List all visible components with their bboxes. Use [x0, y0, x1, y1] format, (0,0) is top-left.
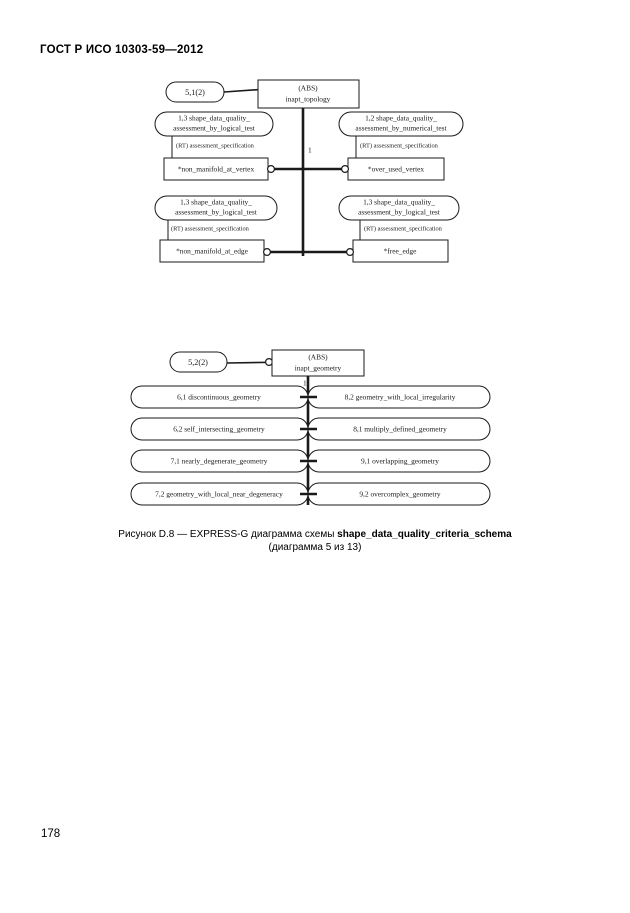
diagram-bottom: 5,2(2) (ABS) inapt_geometry 1 6,1 discon…	[130, 349, 491, 506]
relation-circle-4	[346, 248, 355, 257]
diagram-top: 5,1(2) (ABS) inapt_topology 1 1,3 shape_…	[154, 79, 464, 263]
trunk-label-bottom: 1	[303, 379, 307, 388]
supertype-ref-line1-1: 1,3 shape_data_quality_	[178, 114, 250, 123]
relation-circle-3	[263, 248, 272, 257]
relation-circle-2	[341, 165, 350, 174]
subtype-label-left-2: 6,2 self_intersecting_geometry	[173, 425, 265, 434]
subtype-label-left-3: 7,1 nearly_degenerate_geometry	[171, 457, 268, 466]
supertype-ref-line1-4: 1,3 shape_data_quality_	[363, 198, 435, 207]
page-ref-label-top: 5,1(2)	[185, 88, 205, 97]
figure-caption: Рисунок D.8 — EXPRESS-G диаграмма схемы …	[0, 528, 630, 554]
attribute-label-4: (RT) assessment_specification	[364, 225, 443, 232]
root-entity-line2-top: inapt_topology	[286, 95, 331, 104]
supertype-ref-line1-3: 1,3 shape_data_quality_	[180, 198, 252, 207]
attribute-label-1: (RT) assessment_specification	[176, 142, 255, 149]
page-number: 178	[41, 828, 61, 840]
page-ref-oval-top	[165, 81, 225, 103]
relation-circle-1	[267, 165, 276, 174]
subtype-label-left-4: 7,2 geometry_with_local_near_degeneracy	[155, 490, 283, 499]
subtype-label-right-1: 8,2 geometry_with_local_irregularity	[345, 393, 456, 402]
caption-schema-name: shape_data_quality_criteria_schema	[337, 529, 512, 540]
page-header: ГОСТ Р ИСО 10303-59—2012	[40, 44, 204, 56]
root-entity-line1-top: (ABS)	[298, 84, 318, 93]
entity-label-3: *non_manifold_at_edge	[176, 247, 249, 256]
page-ref-label-bottom: 5,2(2)	[188, 358, 208, 367]
entity-label-1: *non_manifold_at_vertex	[178, 165, 255, 174]
subtype-label-right-2: 8,1 multiply_defined_geometry	[353, 425, 447, 434]
supertype-oval-2	[338, 111, 464, 137]
root-entity-box-top	[257, 79, 360, 109]
root-entity-line1-bottom: (ABS)	[308, 353, 328, 362]
subtype-label-right-3: 9,1 overlapping_geometry	[361, 457, 439, 466]
connector-circle-root-bottom	[265, 358, 274, 367]
supertype-oval-1	[154, 111, 274, 137]
subtype-label-left-1: 6,1 discontinuous_geometry	[177, 393, 261, 402]
caption-prefix: Рисунок D.8 — EXPRESS-G диаграмма схемы	[118, 529, 338, 540]
attribute-label-3: (RT) assessment_specification	[171, 225, 250, 232]
entity-label-4: *free_edge	[384, 247, 418, 256]
supertype-ref-line2-2: assessment_by_numerical_test	[355, 124, 447, 133]
root-entity-line2-bottom: inapt_geometry	[295, 364, 342, 373]
supertype-ref-line2-3: assessment_by_logical_test	[175, 208, 258, 217]
subtype-label-right-4: 9,2 overcomplex_geometry	[359, 490, 441, 499]
entity-label-2: *over_used_vertex	[368, 165, 425, 174]
trunk-label-top: 1	[308, 146, 312, 155]
supertype-ref-line2-1: assessment_by_logical_test	[173, 124, 256, 133]
supertype-ref-line2-4: assessment_by_logical_test	[358, 208, 441, 217]
supertype-ref-line1-2: 1,2 shape_data_quality_	[365, 114, 437, 123]
caption-line2: (диаграмма 5 из 13)	[268, 542, 362, 553]
page-ref-oval-bottom	[169, 351, 228, 373]
supertype-oval-4	[338, 195, 460, 221]
root-entity-box-bottom	[271, 349, 365, 377]
attribute-label-2: (RT) assessment_specification	[360, 142, 439, 149]
supertype-oval-3	[154, 195, 278, 221]
